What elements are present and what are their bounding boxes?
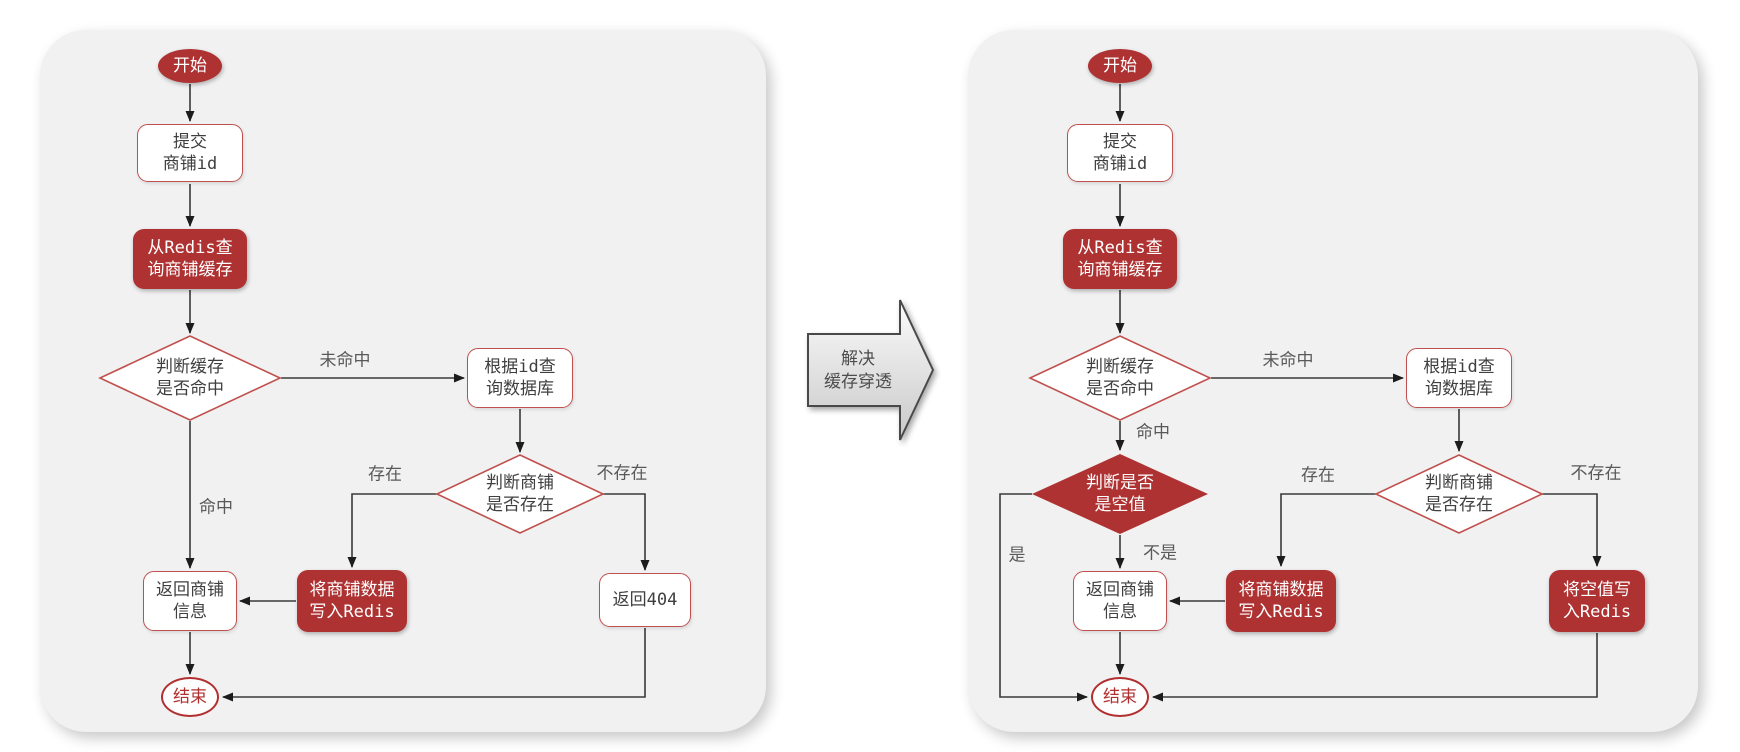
shop-exists-decision-diamond-right [1374, 454, 1544, 534]
edge-label-exists-right: 存在 [1301, 465, 1335, 486]
cache-hit-decision-label-right: 判断缓存 是否命中 [1086, 356, 1154, 399]
edge-return404-end [222, 628, 646, 702]
shop-exists-decision-label-right: 判断商铺 是否存在 [1425, 472, 1493, 515]
edge-label-hit-right: 命中 [1136, 422, 1170, 443]
edge-label-not-exists-right: 不存在 [1570, 463, 1622, 484]
return-shop-info-node-right: 返回商铺 信息 [1073, 571, 1167, 631]
is-null-decision-label: 判断是否 是空值 [1086, 472, 1154, 515]
edge-label-hit: 命中 [199, 497, 233, 518]
is-null-decision-diamond [1032, 454, 1208, 534]
query-database-node: 根据id查 询数据库 [467, 348, 573, 408]
right-chart-edges [999, 84, 1602, 702]
left-chart-edges [185, 84, 650, 702]
edge-exists-writeredis [1276, 493, 1376, 567]
cache-hit-decision-diamond-right [1028, 335, 1212, 421]
start-node-right: 开始 [1088, 49, 1152, 83]
edge-label-exists: 存在 [368, 464, 402, 485]
edge-notexists-writenull [1542, 493, 1602, 567]
cache-hit-decision-diamond [98, 335, 282, 421]
return-404-node: 返回404 [599, 573, 691, 627]
query-redis-cache-node-right: 从Redis查 询商铺缓存 [1063, 229, 1177, 289]
submit-shop-id-node: 提交 商铺id [137, 124, 243, 182]
end-node-right: 结束 [1091, 677, 1149, 717]
edge-notexists-return404 [603, 493, 650, 571]
transition-arrow-shape [807, 299, 935, 441]
cache-hit-decision-label: 判断缓存 是否命中 [156, 356, 224, 399]
edge-isnullyes-end [999, 493, 1088, 702]
edge-label-no: 不是 [1143, 543, 1177, 564]
query-redis-cache-node: 从Redis查 询商铺缓存 [133, 229, 247, 289]
shop-exists-decision-diamond [435, 454, 605, 534]
start-node: 开始 [158, 49, 222, 83]
edge-writenull-end [1152, 633, 1598, 702]
write-shop-to-redis-node: 将商铺数据 写入Redis [297, 570, 407, 632]
edge-exists-writeredis [347, 493, 437, 568]
submit-shop-id-node-right: 提交 商铺id [1067, 124, 1173, 182]
shop-exists-decision-label: 判断商铺 是否存在 [486, 472, 554, 515]
transition-arrow-label: 解决 缓存穿透 [824, 349, 892, 392]
write-shop-to-redis-node-right: 将商铺数据 写入Redis [1226, 570, 1336, 632]
edge-label-yes: 是 [1008, 545, 1026, 566]
write-null-to-redis-node: 将空值写 入Redis [1549, 570, 1645, 632]
query-database-node-right: 根据id查 询数据库 [1406, 348, 1512, 408]
edge-label-miss: 未命中 [319, 350, 371, 371]
edge-label-not-exists: 不存在 [596, 463, 648, 484]
end-node: 结束 [161, 677, 219, 717]
edge-label-miss-right: 未命中 [1262, 350, 1314, 371]
return-shop-info-node: 返回商铺 信息 [143, 571, 237, 631]
